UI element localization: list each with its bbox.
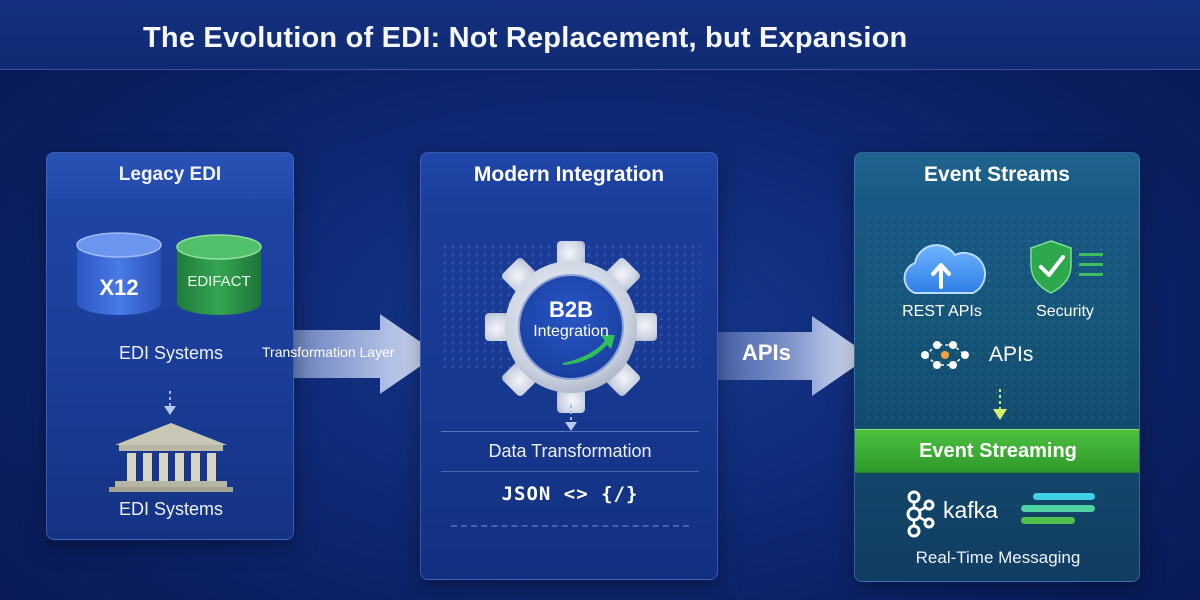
cloud-upload-icon: [903, 244, 986, 294]
event-streams-header: Event Streams: [855, 153, 1139, 199]
x12-label: X12: [99, 275, 139, 300]
divider: [441, 431, 699, 432]
down-arrow-icon: [993, 389, 1007, 420]
gear-subtitle: Integration: [533, 323, 609, 340]
stream-line: [1033, 493, 1095, 500]
edi-systems-label-bottom: EDI Systems: [118, 499, 224, 519]
apis-arrow: [670, 316, 870, 396]
legacy-edi-header: Legacy EDI: [47, 153, 293, 199]
title-band: [0, 0, 1200, 70]
api-nodes-icon: [921, 341, 969, 369]
down-arrow-icon: [164, 391, 176, 415]
shield-check-icon: [1030, 240, 1103, 294]
data-transformation-label: Data Transformation: [488, 441, 652, 461]
gear-icon: [485, 241, 657, 413]
apis-arrow-label: APIs: [742, 340, 791, 365]
edifact-label: EDIFACT: [187, 273, 251, 290]
kafka-icon: [906, 490, 935, 538]
bank-building-icon: [109, 423, 233, 492]
stream-line: [1021, 505, 1095, 512]
event-streaming-label: Event Streaming: [919, 440, 1077, 462]
database-icon: [176, 234, 262, 315]
code-label: JSON <> {/}: [501, 483, 639, 505]
event-streams-panel: Event Streams REST APIs Security APIs: [854, 152, 1140, 582]
security-label: Security: [1036, 303, 1094, 320]
page-title: The Evolution of EDI: Not Replacement, b…: [143, 22, 908, 54]
modern-integration-header: Modern Integration: [421, 153, 717, 199]
rest-apis-label: REST APIs: [902, 303, 982, 320]
event-streaming-bar: [855, 429, 1139, 473]
database-icon: [76, 232, 162, 315]
transformation-layer-label: Transformation Layer: [262, 344, 395, 360]
down-arrow-icon: [565, 405, 577, 431]
realtime-label: Real-Time Messaging: [915, 548, 1081, 567]
stream-line: [1021, 517, 1075, 524]
edi-systems-label-top: EDI Systems: [118, 343, 224, 363]
legacy-edi-panel: Legacy EDI X12 EDIFACT EDI Systems: [46, 152, 294, 540]
divider: [441, 471, 699, 472]
kafka-label: kafka: [943, 497, 998, 523]
dot-pattern: [865, 213, 1131, 423]
modern-integration-panel: Modern Integration: [420, 152, 718, 580]
apis-label: APIs: [989, 343, 1034, 366]
gear-title: B2B: [548, 297, 593, 322]
divider: [451, 525, 689, 527]
